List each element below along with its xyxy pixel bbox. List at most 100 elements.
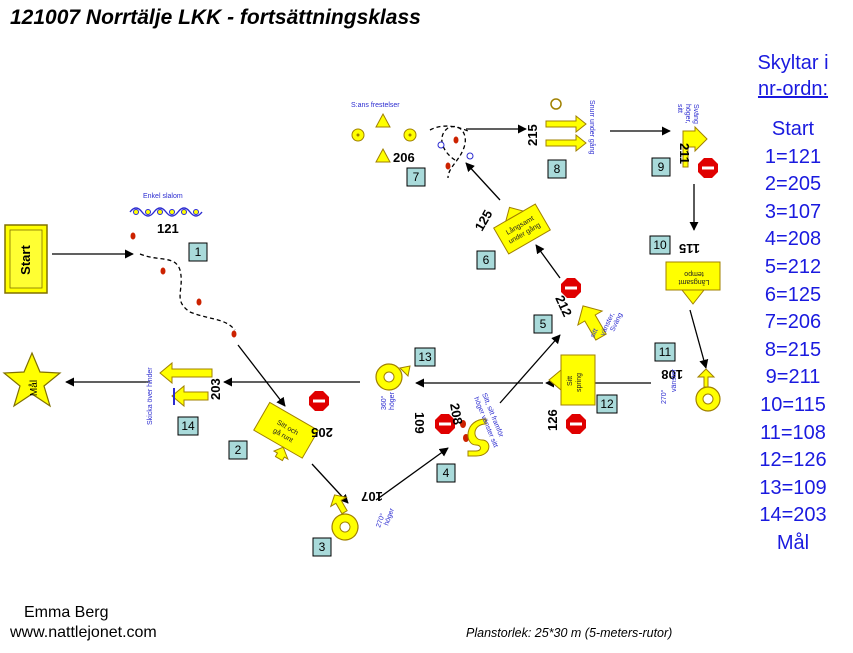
goal-label: Mål: [28, 380, 40, 396]
route-temptations-2: [429, 125, 471, 133]
s12-line1: Sitt: [567, 376, 574, 386]
sign-order-heading-line1: Skyltar i: [757, 52, 829, 74]
station-box-13: 13: [414, 347, 436, 367]
station-9-sign: 211 Sväng höger, sitt: [676, 104, 718, 178]
sign-order-item: 11=108: [760, 421, 826, 444]
station-13-sign: 109 360° höger: [375, 363, 427, 434]
plan-size-note: Planstorlek: 25*30 m (5-meters-rutor): [466, 626, 673, 640]
route-5-to-6: [535, 244, 561, 279]
s3-line2: höger: [383, 507, 396, 527]
sign-code-10: 115: [679, 241, 700, 256]
svg-text:7: 7: [413, 170, 420, 184]
sign-order-item: 10=115: [760, 393, 826, 416]
s12-line2: spring: [576, 373, 583, 392]
svg-text:4: 4: [443, 466, 450, 480]
sign-order-item: 1=121: [764, 145, 822, 168]
goal-star: Mål: [2, 351, 62, 408]
svg-text:11: 11: [659, 345, 672, 359]
station-6-sign: Långsamt under gång 125: [472, 203, 551, 255]
temptations-label: S:ans frestelser: [351, 102, 400, 109]
station-14-sign: 203 Skicka över hinder: [147, 361, 223, 425]
sign-order-item: 7=206: [764, 311, 822, 334]
sign-order-item: 4=208: [764, 228, 822, 251]
sign-code-3: 107: [361, 489, 383, 504]
sign-order-heading-line2: nr-ordn:: [757, 78, 829, 100]
sign-order-list: Skyltar i nr-ordn: Start 1=121 2=205 3=1…: [738, 50, 848, 558]
sign-code-8: 215: [525, 124, 540, 146]
station-number-boxes: 1 2 3 4 5 6 7 8 9 10 11 12 13 14: [177, 157, 676, 557]
sign-order-item: 12=126: [759, 449, 827, 472]
station-box-1: 1: [188, 242, 208, 262]
sign-code-6: 125: [472, 207, 496, 233]
station-11-sign: 108 270° vänster: [660, 367, 721, 412]
sign-order-item: Mål: [776, 531, 810, 554]
sign-code-4: 208: [447, 402, 466, 426]
sign-order-item: 9=211: [765, 366, 821, 389]
s13-line2: höger: [389, 391, 396, 410]
route-6-to-7: [465, 162, 501, 201]
s9-line1: Sväng: [692, 104, 699, 124]
station-box-10: 10: [649, 235, 671, 255]
station-box-2: 2: [228, 440, 248, 460]
s13-line1: 360°: [380, 395, 388, 410]
route-10-to-11: [689, 309, 709, 369]
station-12-sign: Sitt spring 126: [545, 354, 596, 434]
station-2-sign: Sitt och gå runt 205: [253, 391, 333, 462]
website-link[interactable]: www.nattlejonet.com: [10, 624, 157, 641]
sign-order-item: 6=125: [764, 283, 822, 306]
s8-text: Snurr under gång: [588, 100, 596, 155]
svg-text:10: 10: [653, 238, 667, 252]
route-3-to-4: [375, 447, 449, 501]
s9-line3: sitt: [676, 104, 683, 113]
s14-text: Skicka över hinder: [147, 367, 154, 425]
svg-text:12: 12: [600, 397, 614, 411]
station-box-4: 4: [436, 463, 456, 483]
station-4-sign: 208 Sitt, sitt framför höger vänster sit…: [435, 392, 505, 457]
svg-text:6: 6: [483, 253, 490, 267]
route-temptations: [441, 125, 466, 179]
station-box-9: 9: [651, 157, 671, 177]
sign-code-9: 211: [677, 143, 692, 164]
svg-text:5: 5: [540, 317, 547, 331]
start-sign: Start: [4, 224, 48, 294]
sign-order-item: 3=107: [764, 200, 822, 223]
svg-text:3: 3: [319, 540, 326, 554]
sign-order-item: Start: [771, 118, 815, 140]
s11-line2: vänster: [671, 368, 678, 392]
route-1-to-2: [237, 344, 286, 407]
sign-code-1: 121: [157, 221, 179, 236]
route-4-to-5: [499, 334, 561, 404]
station-box-12: 12: [596, 394, 618, 414]
svg-text:13: 13: [418, 350, 432, 364]
s5-line3: sitt: [589, 328, 599, 339]
sign-order-item: 2=205: [764, 173, 822, 196]
s9-line2: höger,: [684, 104, 691, 124]
station-10-sign: Långsamt tempo 115: [665, 241, 721, 305]
svg-text:9: 9: [658, 160, 665, 174]
station-3-sign: 107 270° höger: [329, 489, 396, 541]
sign-code-14: 203: [208, 378, 223, 400]
svg-text:2: 2: [235, 443, 242, 457]
station-box-7: 7: [406, 167, 426, 187]
station-box-8: 8: [547, 159, 567, 179]
s11-line1: 270°: [660, 389, 668, 404]
station-7-temptations: S:ans frestelser 206: [351, 102, 474, 170]
station-box-11: 11: [654, 342, 676, 362]
sign-order-item: 8=215: [764, 338, 822, 361]
s10-line1: Långsamt: [679, 278, 710, 286]
sign-order-item: 13=109: [759, 476, 827, 499]
route-arrows: [52, 124, 709, 504]
sign-order-heading: Skyltar i nr-ordn:: [738, 50, 848, 102]
station-5-sign: 212 Sväng vänster, sitt: [552, 278, 624, 341]
author-name: Emma Berg: [24, 604, 109, 621]
sign-code-7: 206: [393, 150, 415, 165]
svg-text:1: 1: [195, 245, 202, 259]
station-box-14: 14: [177, 416, 199, 436]
start-label: Start: [18, 245, 33, 275]
s10-line2: tempo: [684, 270, 704, 277]
station-1-slalom: Enkel slalom 121: [129, 193, 237, 338]
slalom-label: Enkel slalom: [143, 193, 183, 200]
sign-code-12: 126: [545, 409, 560, 431]
svg-text:14: 14: [181, 419, 195, 433]
